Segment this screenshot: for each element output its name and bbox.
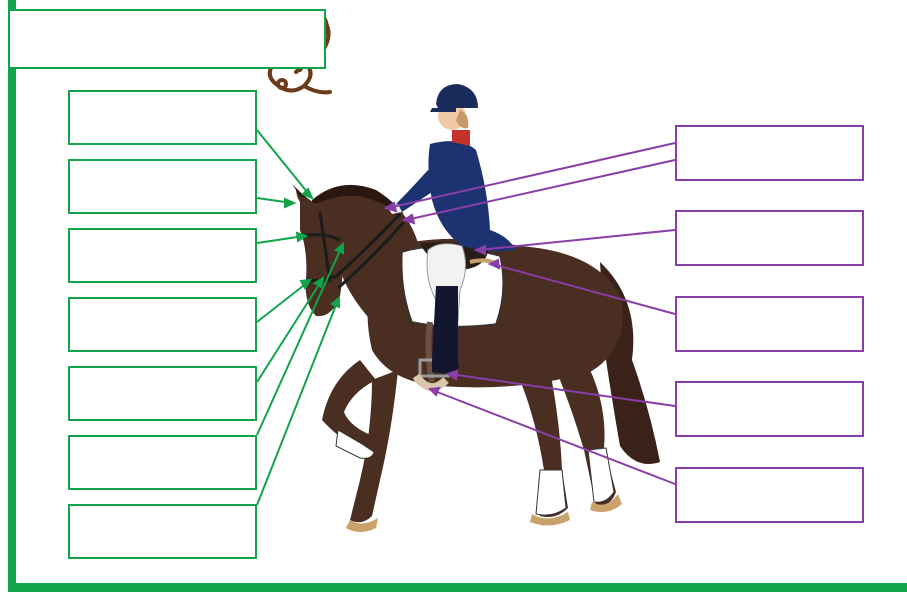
right-label-box-5[interactable]	[675, 467, 864, 523]
left-label-box-4[interactable]	[68, 297, 257, 352]
left-label-box-3[interactable]	[68, 228, 257, 283]
right-label-box-4[interactable]	[675, 381, 864, 437]
title-label-box[interactable]	[8, 9, 326, 69]
left-label-box-1[interactable]	[68, 90, 257, 145]
right-label-box-3[interactable]	[675, 296, 864, 352]
right-label-box-2[interactable]	[675, 210, 864, 266]
left-label-box-6[interactable]	[68, 435, 257, 490]
left-label-box-2[interactable]	[68, 159, 257, 214]
left-label-box-5[interactable]	[68, 366, 257, 421]
left-pointer-lines	[257, 130, 343, 505]
right-label-box-1[interactable]	[675, 125, 864, 181]
left-label-box-7[interactable]	[68, 504, 257, 559]
